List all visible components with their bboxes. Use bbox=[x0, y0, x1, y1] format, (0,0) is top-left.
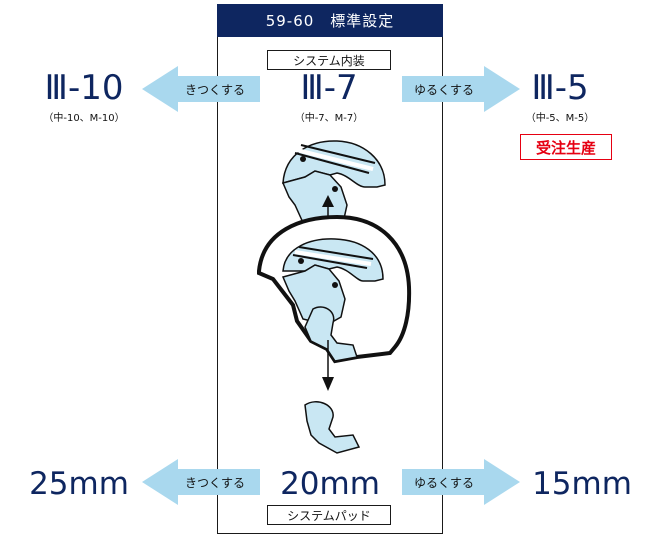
tighten-arrow-bottom bbox=[142, 459, 260, 505]
down-arrow-icon bbox=[322, 340, 334, 391]
loosen-arrow-top bbox=[402, 66, 520, 112]
size-left-top-sub: （中-10、M-10） bbox=[43, 113, 125, 124]
system-pad-label: システムパッド bbox=[267, 505, 391, 525]
tighten-arrow-top bbox=[142, 66, 260, 112]
size-center-top-sub: （中-7、M-7） bbox=[294, 113, 364, 124]
pad-center: 20mm bbox=[280, 466, 380, 502]
loosen-label-top: ゆるくする bbox=[413, 82, 474, 97]
loosen-label-bottom: ゆるくする bbox=[413, 475, 474, 490]
size-right-top: Ⅲ-5 bbox=[531, 68, 589, 108]
size-left-top: Ⅲ-10 bbox=[44, 68, 124, 108]
size-right-top-sub: （中-5、M-5） bbox=[525, 113, 595, 124]
loosen-arrow-bottom bbox=[402, 459, 520, 505]
tighten-label-top: きつくする bbox=[184, 82, 245, 97]
panel-header: 59-60 標準設定 bbox=[217, 4, 443, 37]
helmet-icon bbox=[257, 214, 412, 364]
made-to-order-badge: 受注生産 bbox=[520, 134, 612, 160]
size-center-top: Ⅲ-7 bbox=[300, 68, 358, 108]
pad-left: 25mm bbox=[29, 466, 129, 502]
system-liner-label: システム内装 bbox=[267, 50, 391, 70]
pad-right: 15mm bbox=[532, 466, 632, 502]
helmet-diagram bbox=[257, 140, 412, 454]
tighten-label-bottom: きつくする bbox=[184, 475, 245, 490]
cheek-pad-icon bbox=[304, 401, 361, 454]
